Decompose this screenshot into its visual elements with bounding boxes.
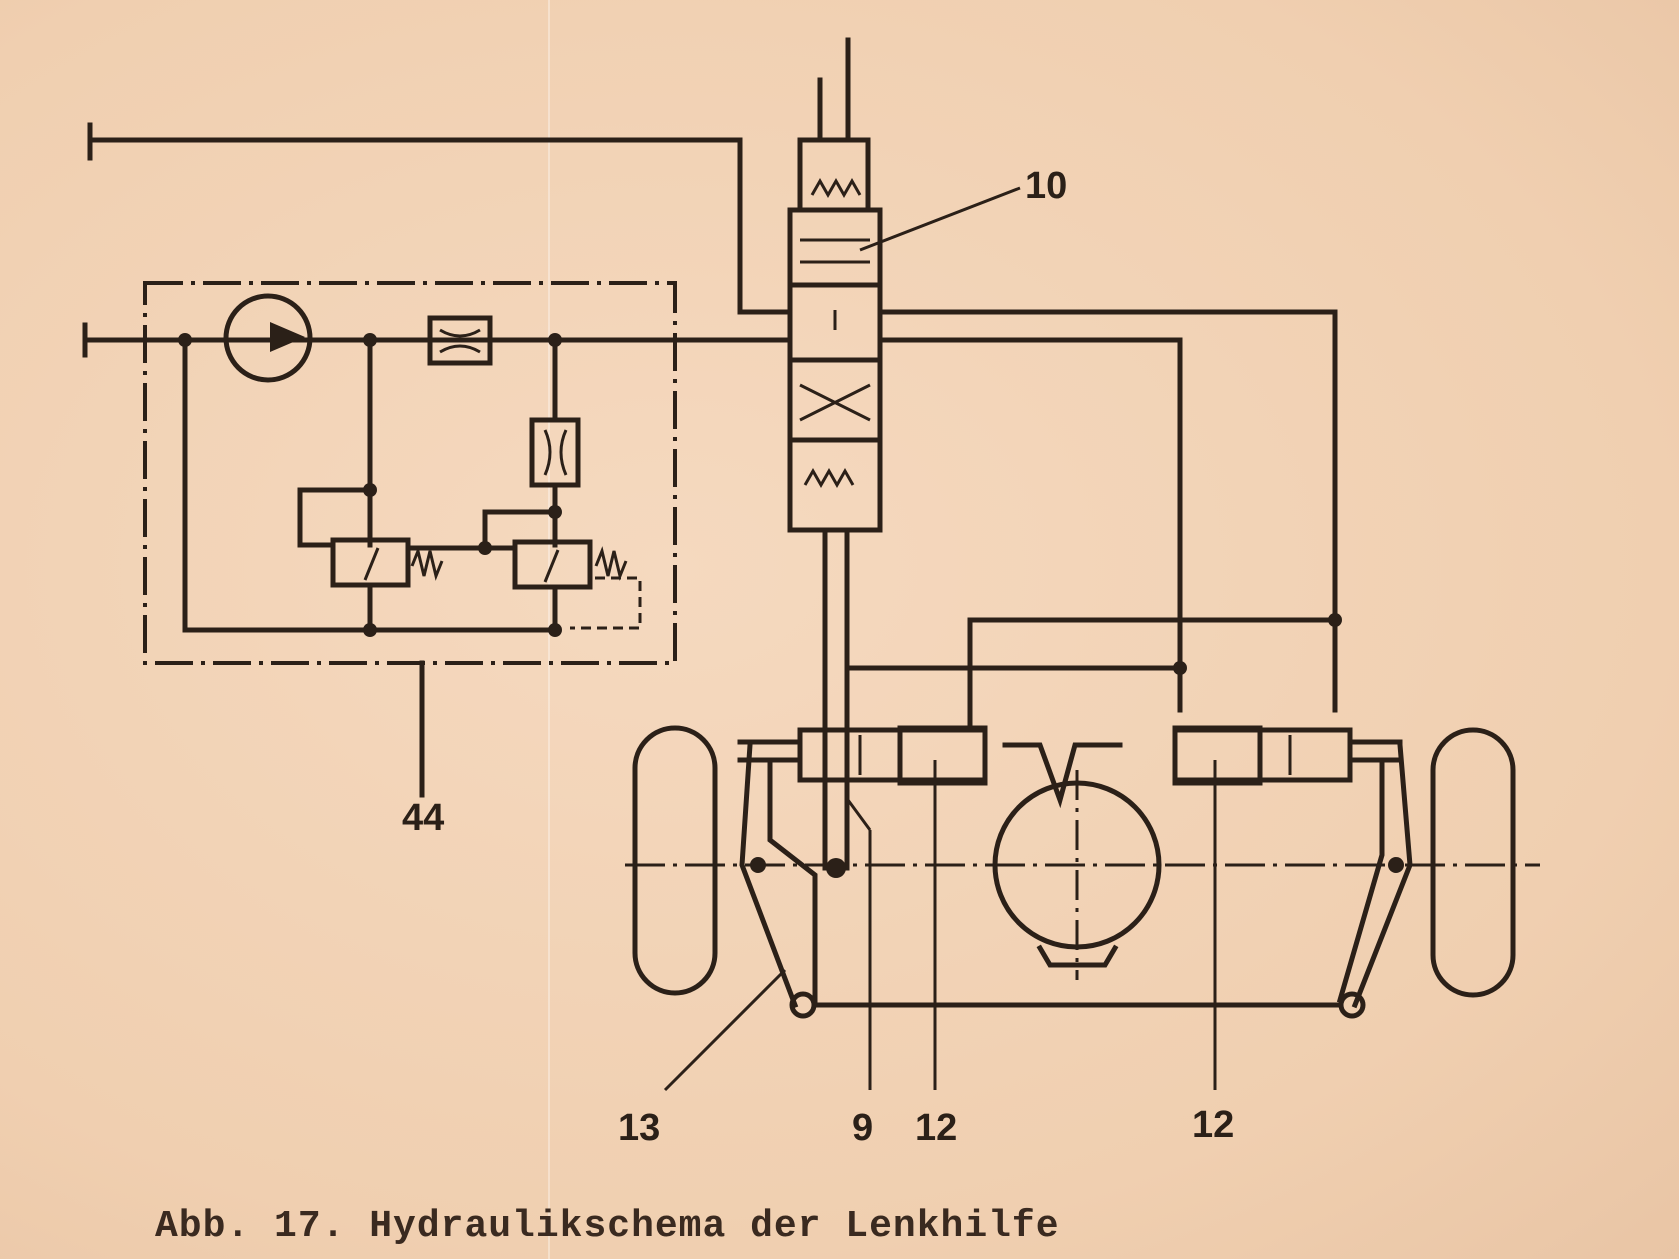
wheel-left-icon bbox=[632, 725, 718, 996]
label-valve: 10 bbox=[1025, 165, 1067, 207]
relief-valve-right-icon bbox=[512, 539, 628, 590]
throttle-vertical-icon bbox=[529, 417, 581, 488]
pump-icon bbox=[223, 293, 313, 383]
label-pump-unit: 44 bbox=[402, 797, 444, 839]
pump-unit-boundary bbox=[143, 281, 677, 798]
axle-housing bbox=[625, 739, 1540, 980]
cylinder-right-icon bbox=[1172, 725, 1353, 786]
label-cylinder-right: 12 bbox=[1192, 1104, 1234, 1146]
label-rod: 9 bbox=[852, 1107, 873, 1149]
cylinder-left-icon bbox=[797, 725, 988, 786]
piston-rod bbox=[822, 527, 872, 878]
label-cylinder-left: 12 bbox=[915, 1107, 957, 1149]
control-valve bbox=[787, 37, 1338, 713]
figure-caption: Abb. 17. Hydraulikschema der Lenkhilfe bbox=[155, 1205, 1060, 1248]
wheel-right-icon bbox=[1430, 727, 1516, 998]
label-steering-arm: 13 bbox=[618, 1107, 660, 1149]
relief-valve-left-icon bbox=[330, 537, 444, 588]
throttle-horizontal-icon bbox=[427, 315, 493, 366]
return-line bbox=[87, 122, 793, 315]
cylinder-lines bbox=[845, 613, 1342, 733]
junction-dots bbox=[178, 333, 562, 637]
leader-lines bbox=[868, 760, 1217, 1090]
pressure-line bbox=[82, 322, 793, 358]
steering-linkage bbox=[663, 742, 1413, 1092]
